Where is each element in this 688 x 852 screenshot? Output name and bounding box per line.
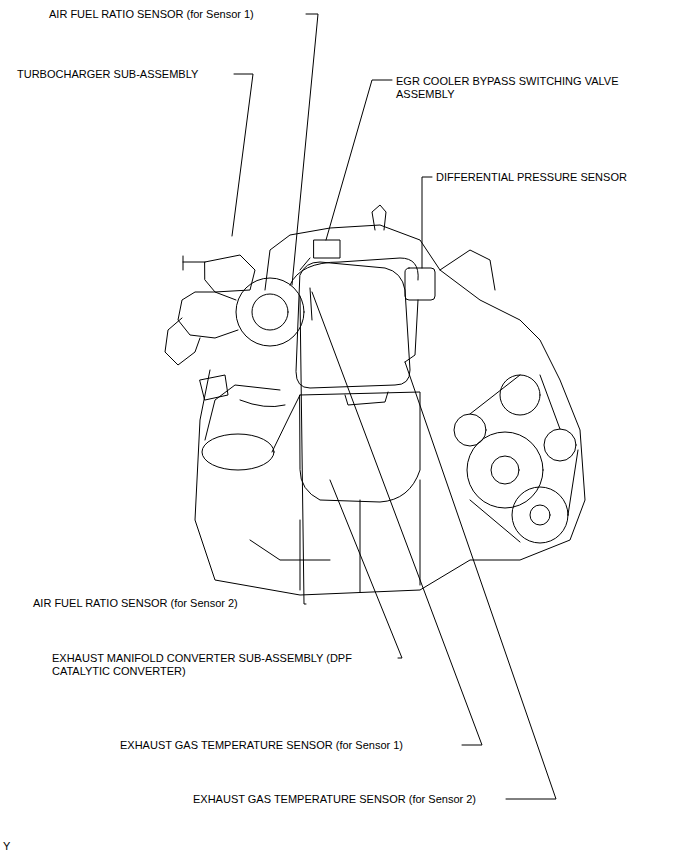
actuator-rod: [183, 256, 205, 270]
part-label: EXHAUST GAS TEMPERATURE SENSOR (for Sens…: [193, 793, 476, 806]
pulley: [500, 375, 540, 415]
pulley: [544, 429, 576, 461]
part-label: EGR COOLER BYPASS SWITCHING VALVE ASSEMB…: [396, 75, 658, 101]
block-ribs: [250, 480, 420, 592]
turbine-housing: [236, 278, 304, 346]
part-label: AIR FUEL RATIO SENSOR (for Sensor 2): [33, 597, 238, 610]
leader-line: [330, 480, 402, 658]
converter-lower: [300, 392, 420, 502]
compressor-housing: [178, 292, 238, 338]
leader-line: [232, 74, 253, 236]
part-label: AIR FUEL RATIO SENSOR (for Sensor 1): [49, 8, 254, 21]
sensor-wiring: [290, 258, 418, 362]
pressure-sensor: [405, 268, 435, 300]
part-label: EXHAUST MANIFOLD CONVERTER SUB-ASSEMBLY …: [52, 652, 396, 678]
egr-valve: [314, 240, 340, 258]
head-detail: [372, 205, 495, 290]
leader-line: [292, 14, 318, 285]
intake-elbow: [202, 434, 274, 470]
part-label: DIFFERENTIAL PRESSURE SENSOR: [436, 171, 627, 184]
part-label: TURBOCHARGER SUB-ASSEMBLY: [17, 68, 198, 81]
leader-line: [405, 362, 556, 799]
turbo-actuator: [205, 255, 255, 292]
belt: [470, 375, 578, 542]
sensor-harness: [240, 400, 285, 407]
sensor-connector: [200, 375, 228, 400]
pulley: [512, 487, 568, 543]
leader-line: [422, 177, 432, 268]
leader-line: [300, 296, 306, 604]
converter-shield: [296, 262, 410, 388]
turbine-inlet: [252, 294, 288, 330]
part-label: EXHAUST GAS TEMPERATURE SENSOR (for Sens…: [120, 739, 403, 752]
compressor-outlet: [165, 318, 200, 365]
engine-block: [195, 225, 585, 595]
intake-pipe: [205, 385, 300, 452]
pulley: [530, 505, 550, 525]
leader-line: [326, 80, 392, 240]
part-label: Y: [3, 840, 10, 852]
pulley: [491, 456, 519, 484]
pulley: [454, 414, 486, 446]
